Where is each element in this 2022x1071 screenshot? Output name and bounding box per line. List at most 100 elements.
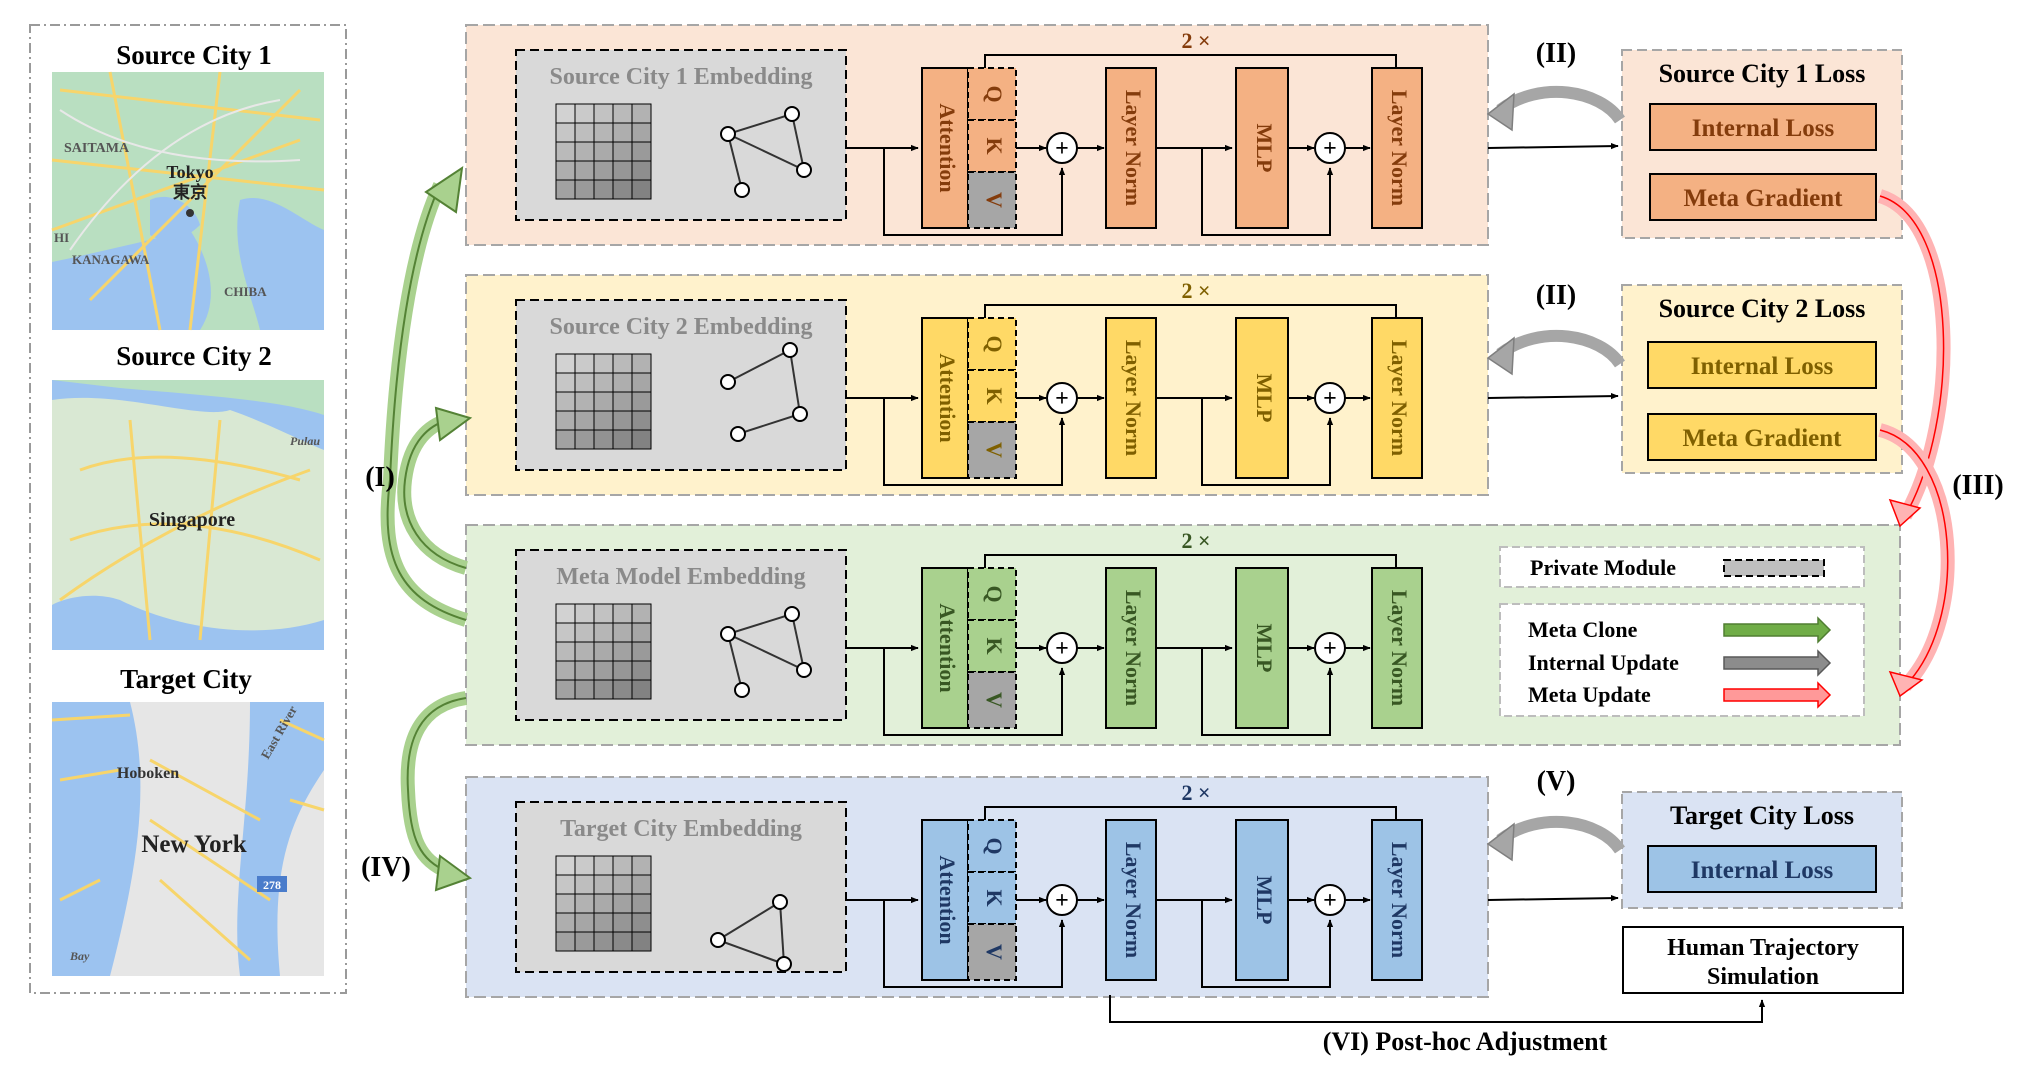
legend-meta-update-arrow — [1723, 681, 1832, 709]
map-new-york: Hoboken New York East River 278 Bay — [51, 702, 325, 976]
internal-loss-label: Internal Loss — [1691, 857, 1834, 884]
internal-loss-label: Internal Loss — [1691, 353, 1834, 380]
plus-symbol: + — [1055, 888, 1069, 914]
attention-label: Attention — [935, 353, 960, 442]
map-label-tokyo-jp: 東京 — [173, 182, 207, 202]
k-box — [967, 619, 1017, 673]
q-label: Q — [982, 837, 1007, 854]
internal-loss-label: Internal Loss — [1692, 115, 1835, 142]
embedding-label: Source City 1 Embedding — [550, 64, 813, 90]
map-tokyo: SAITAMA Tokyo 東京 KANAGAWA CHIBA HI — [51, 71, 325, 331]
internal-update-arrows: (II) (II) (V) — [1486, 38, 1625, 862]
embedding-grid-icon — [555, 855, 652, 952]
internal-loss-box — [1647, 845, 1877, 893]
loss-panel-source-city-1: Source City 1 Loss Internal Loss Meta Gr… — [1621, 49, 1903, 239]
meta-gradient-box — [1647, 413, 1877, 461]
v-label: V — [982, 192, 1007, 208]
layer-norm-2-box — [1371, 819, 1423, 981]
map-title-source-city-2: Source City 2 — [116, 341, 272, 371]
legend-private-module-label: Private Module — [1530, 555, 1676, 580]
legend-private-module-swatch — [1723, 559, 1825, 577]
v-box — [967, 421, 1017, 479]
mlp-label: MLP — [1252, 124, 1277, 173]
legend-meta-clone-label: Meta Clone — [1528, 617, 1638, 642]
plus-symbol: + — [1323, 888, 1337, 914]
simulation-box: Human Trajectory Simulation — [1622, 926, 1904, 994]
mlp-box — [1235, 567, 1289, 729]
layer-norm-2-label: Layer Norm — [1387, 842, 1412, 958]
embedding-grid-icon — [555, 603, 652, 700]
meta-gradient-label: Meta Gradient — [1683, 425, 1843, 452]
layer-norm-1-label: Layer Norm — [1121, 842, 1146, 958]
k-label: K — [982, 137, 1007, 154]
plus-symbol: + — [1323, 636, 1337, 662]
internal-loss-box — [1649, 103, 1877, 151]
q-box — [967, 317, 1017, 371]
layer-norm-2-label: Layer Norm — [1387, 90, 1412, 206]
internal-loss-box — [1647, 341, 1877, 389]
repeat-label: 2 × — [1181, 278, 1210, 303]
plus-symbol: + — [1323, 386, 1337, 412]
step-ii-label-1: (II) — [1536, 38, 1576, 69]
step-vi-label: (VI) Post-hoc Adjustment — [1323, 1027, 1608, 1056]
mlp-box — [1235, 67, 1289, 229]
simulation-line-2: Simulation — [1707, 964, 1819, 990]
embedding-graph-icon — [720, 106, 812, 198]
embedding-grid-icon — [555, 103, 652, 200]
layer-norm-1-box — [1105, 317, 1157, 479]
attention-box — [921, 819, 969, 981]
v-box — [967, 671, 1017, 729]
legend: Private Module Meta Clone Internal Updat… — [1499, 546, 1865, 717]
post-hoc-adjustment-connector: (VI) Post-hoc Adjustment — [1109, 995, 1766, 1056]
map-label-bay: Bay — [69, 949, 90, 963]
map-label-saitama: SAITAMA — [64, 141, 130, 156]
plus-symbol: + — [1055, 136, 1069, 162]
meta-update-arrows: (III) — [1877, 189, 2004, 698]
attention-label: Attention — [935, 855, 960, 944]
k-label: K — [982, 637, 1007, 654]
repeat-label: 2 × — [1181, 528, 1210, 553]
layer-norm-1-box — [1105, 819, 1157, 981]
map-label-pulau: Pulau — [290, 434, 320, 448]
mlp-label: MLP — [1252, 876, 1277, 925]
plus-symbol: + — [1055, 636, 1069, 662]
v-label: V — [982, 944, 1007, 960]
attention-label: Attention — [935, 103, 960, 192]
embedding-label: Meta Model Embedding — [556, 564, 805, 590]
map-label-278: 278 — [263, 878, 281, 892]
repeat-label: 2 × — [1181, 780, 1210, 805]
step-ii-label-2: (II) — [1536, 280, 1576, 311]
layer-norm-1-label: Layer Norm — [1121, 590, 1146, 706]
map-label-hoboken: Hoboken — [117, 765, 179, 782]
legend-internal-update-label: Internal Update — [1528, 650, 1679, 675]
q-box — [967, 67, 1017, 121]
attention-box — [921, 67, 969, 229]
meta-gradient-label: Meta Gradient — [1684, 185, 1844, 212]
mlp-box — [1235, 819, 1289, 981]
k-box — [967, 119, 1017, 173]
mlp-label: MLP — [1252, 374, 1277, 423]
q-label: Q — [982, 335, 1007, 352]
attention-label: Attention — [935, 603, 960, 692]
layer-norm-2-label: Layer Norm — [1387, 590, 1412, 706]
loss-title: Source City 1 Loss — [1659, 59, 1866, 88]
embedding-graph-icon — [720, 606, 812, 698]
v-label: V — [982, 692, 1007, 708]
k-label: K — [982, 387, 1007, 404]
embedding-label: Target City Embedding — [560, 816, 802, 842]
embedding-graph-icon — [720, 342, 808, 442]
step-iii-label: (III) — [1952, 470, 2003, 501]
layer-norm-2-box — [1371, 317, 1423, 479]
embedding-label: Source City 2 Embedding — [550, 314, 813, 340]
map-singapore: Singapore Pulau — [52, 380, 324, 650]
embedding-graph-icon — [710, 894, 792, 972]
embedding-grid-icon — [555, 353, 652, 450]
plus-symbol: + — [1055, 386, 1069, 412]
v-box — [967, 171, 1017, 229]
loss-title: Target City Loss — [1670, 801, 1854, 830]
mlp-label: MLP — [1252, 624, 1277, 673]
meta-gradient-box — [1649, 173, 1877, 221]
